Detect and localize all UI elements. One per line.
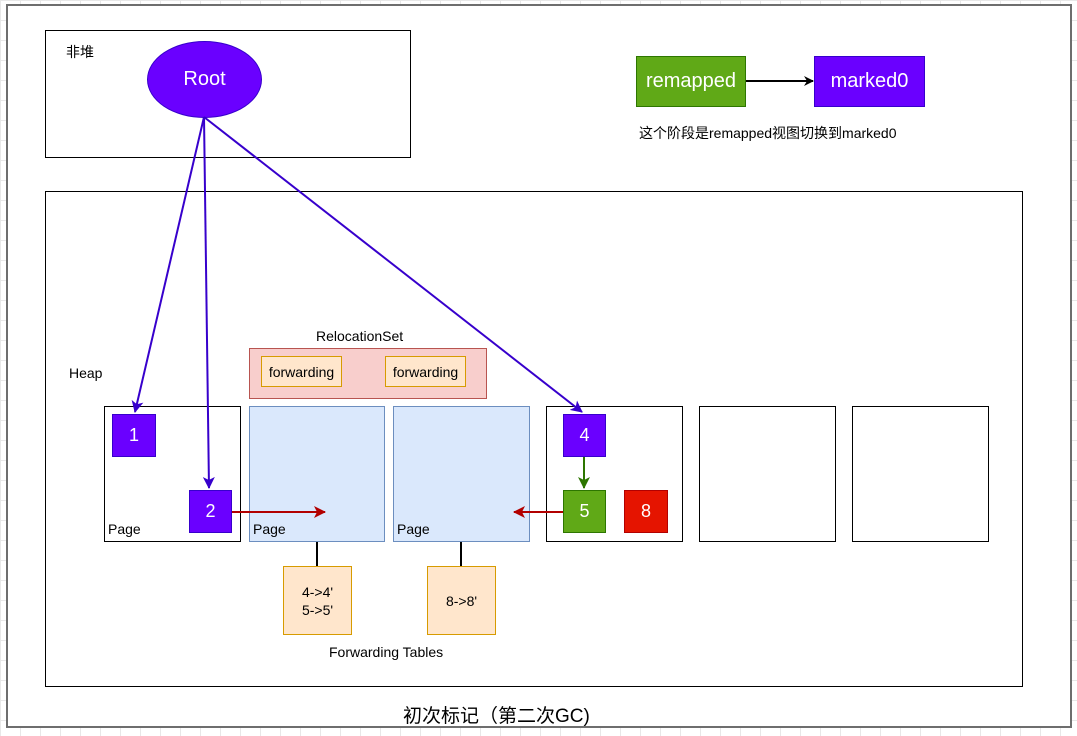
page-label: Page — [253, 521, 286, 537]
legend-caption: 这个阶段是remapped视图切换到marked0 — [639, 125, 897, 141]
object-8[interactable]: 8 — [624, 490, 668, 533]
object-5[interactable]: 5 — [563, 490, 606, 533]
object-label: 5 — [579, 501, 590, 521]
page-label: Page — [397, 521, 430, 537]
forwarding-table-entry: 5->5' — [301, 601, 334, 618]
object-4[interactable]: 4 — [563, 414, 606, 457]
object-1[interactable]: 1 — [112, 414, 156, 457]
object-2[interactable]: 2 — [189, 490, 232, 533]
heap-page-empty[interactable] — [852, 406, 989, 542]
root-label: Root — [183, 68, 226, 90]
forwarding-table[interactable]: 8->8' — [427, 566, 496, 635]
object-label: 1 — [128, 425, 139, 445]
heap-label: Heap — [69, 365, 103, 381]
forwarding-tables-title: Forwarding Tables — [329, 644, 444, 660]
forwarding-table-entry: 8->8' — [445, 592, 478, 609]
forwarding-entry[interactable]: forwarding — [261, 356, 342, 387]
object-label: 4 — [579, 425, 590, 445]
forwarding-table-entry: 4->4' — [301, 583, 334, 600]
relocation-page[interactable] — [393, 406, 530, 542]
forwarding-table[interactable]: 4->4' 5->5' — [283, 566, 352, 635]
object-label: 2 — [205, 501, 216, 521]
object-label: 8 — [640, 501, 651, 521]
non-heap-label: 非堆 — [66, 44, 94, 60]
root-node[interactable]: Root — [147, 41, 262, 118]
remapped-view-node[interactable]: remapped — [636, 56, 746, 107]
forwarding-entry[interactable]: forwarding — [385, 356, 466, 387]
page-label: Page — [108, 521, 141, 537]
marked0-view-node[interactable]: marked0 — [814, 56, 925, 107]
relocation-page[interactable] — [249, 406, 385, 542]
marked0-label: marked0 — [830, 70, 909, 92]
heap-page-empty[interactable] — [699, 406, 836, 542]
relocation-set-title: RelocationSet — [316, 328, 404, 344]
remapped-label: remapped — [645, 70, 737, 92]
diagram-caption: 初次标记（第二次GC) — [403, 706, 590, 727]
